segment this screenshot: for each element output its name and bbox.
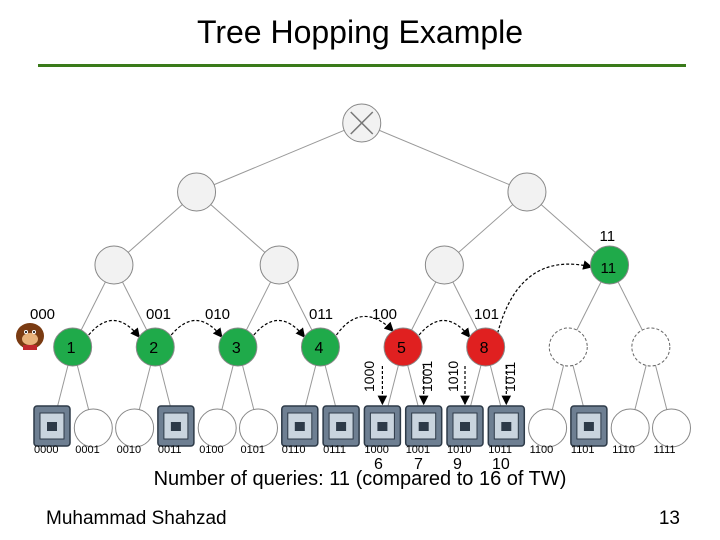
leaf-label: 1101 [571, 444, 595, 456]
level3-node [135, 327, 175, 367]
collision-x-icon [350, 111, 374, 135]
query-number-label: 7 [414, 456, 423, 473]
query-number-label: 10 [492, 456, 510, 473]
level1-node [507, 172, 547, 212]
donkey-kong-icon [16, 323, 44, 350]
hop-arrow [497, 260, 593, 334]
leaf-label: 1001 [406, 444, 430, 456]
leaf-label: 0110 [282, 444, 306, 456]
leaf-label: 0010 [117, 444, 141, 456]
rfid-tag-icon [501, 422, 512, 431]
leaf-node [528, 408, 568, 448]
leaf-node [73, 408, 113, 448]
rfid-tag-icon [170, 422, 181, 431]
level2-node [424, 245, 464, 285]
level3-node [53, 327, 93, 367]
level3-node [383, 327, 423, 367]
level4-prefix-label: 1011 [502, 362, 518, 392]
node-number-label: 11 [601, 260, 617, 277]
level4-prefix-label: 1001 [419, 361, 435, 392]
leaf-label: 1111 [654, 444, 676, 456]
level3-node [300, 327, 340, 367]
node-number-label: 4 [314, 340, 323, 357]
hop-arrow [88, 319, 140, 338]
level3-node [548, 327, 588, 367]
level1-node [177, 172, 217, 212]
leaf-label: 0101 [241, 444, 265, 456]
level3-prefix-label: 000 [30, 306, 55, 323]
tree-nodes [33, 103, 691, 448]
hop-arrow [335, 315, 394, 336]
node-number-label: 1 [67, 340, 76, 357]
query-count-caption: Number of queries: 11 (compared to 16 of… [153, 468, 567, 490]
rfid-tag-icon [460, 422, 470, 431]
leaf-label: 1100 [530, 444, 554, 456]
level3-node [218, 327, 258, 367]
node-number-label: 5 [397, 340, 406, 357]
slide-title: Tree Hopping Example [196, 14, 524, 50]
hop-arrow [253, 319, 306, 338]
author-name: Muhammad Shahzad [46, 508, 227, 529]
level4-prefix-label: 1010 [445, 361, 461, 392]
tree-edge [196, 122, 362, 193]
level4-prefix-label: 1000 [361, 361, 377, 392]
level3-prefix-label: 101 [474, 306, 499, 323]
rfid-tag-icon [418, 422, 429, 431]
level3-node [466, 327, 506, 367]
hop-arrows [88, 260, 593, 406]
level2-node [94, 245, 134, 285]
leaf-node [652, 408, 691, 448]
leaf-node [115, 408, 155, 448]
query-number-label: 9 [453, 456, 462, 473]
level3-prefix-label: 011 [309, 306, 333, 323]
leaf-node [239, 408, 278, 448]
leaf-label: 0100 [199, 444, 223, 456]
level3-prefix-label: 010 [205, 306, 230, 323]
rfid-tag-icon [336, 422, 347, 431]
leaf-label: 0000 [34, 444, 58, 456]
title-underline [38, 64, 686, 67]
node-number-label: 2 [149, 340, 158, 357]
page-number: 13 [658, 508, 680, 529]
leaf-label: 1010 [447, 444, 471, 456]
rfid-tag-icon [583, 422, 594, 431]
node-number-label: 8 [480, 340, 489, 357]
leaf-label: 0011 [158, 444, 182, 456]
leaf-label: 1000 [364, 444, 388, 456]
leaf-node [610, 408, 650, 448]
rfid-tag-icon [377, 422, 388, 431]
query-number-label: 6 [374, 456, 383, 473]
node-number-label: 3 [232, 340, 241, 357]
leaf-label: 1011 [488, 444, 512, 456]
leaf-label: 1110 [612, 444, 635, 456]
leaf-node [197, 408, 237, 448]
level3-prefix-label: 001 [146, 306, 171, 323]
level3-prefix-label: 100 [372, 306, 397, 323]
level3-node [631, 327, 671, 367]
level2-node [259, 245, 299, 285]
level2-prefix-label: 11 [600, 228, 616, 245]
tree-edge [361, 122, 528, 193]
hop-arrow [170, 319, 223, 338]
green-node-11 [590, 245, 630, 285]
leaf-label: 0001 [75, 444, 99, 456]
rfid-tag-icon [47, 422, 57, 431]
rfid-tag-icon [294, 422, 305, 431]
hop-arrow [418, 319, 471, 338]
leaf-label: 0111 [323, 444, 346, 456]
